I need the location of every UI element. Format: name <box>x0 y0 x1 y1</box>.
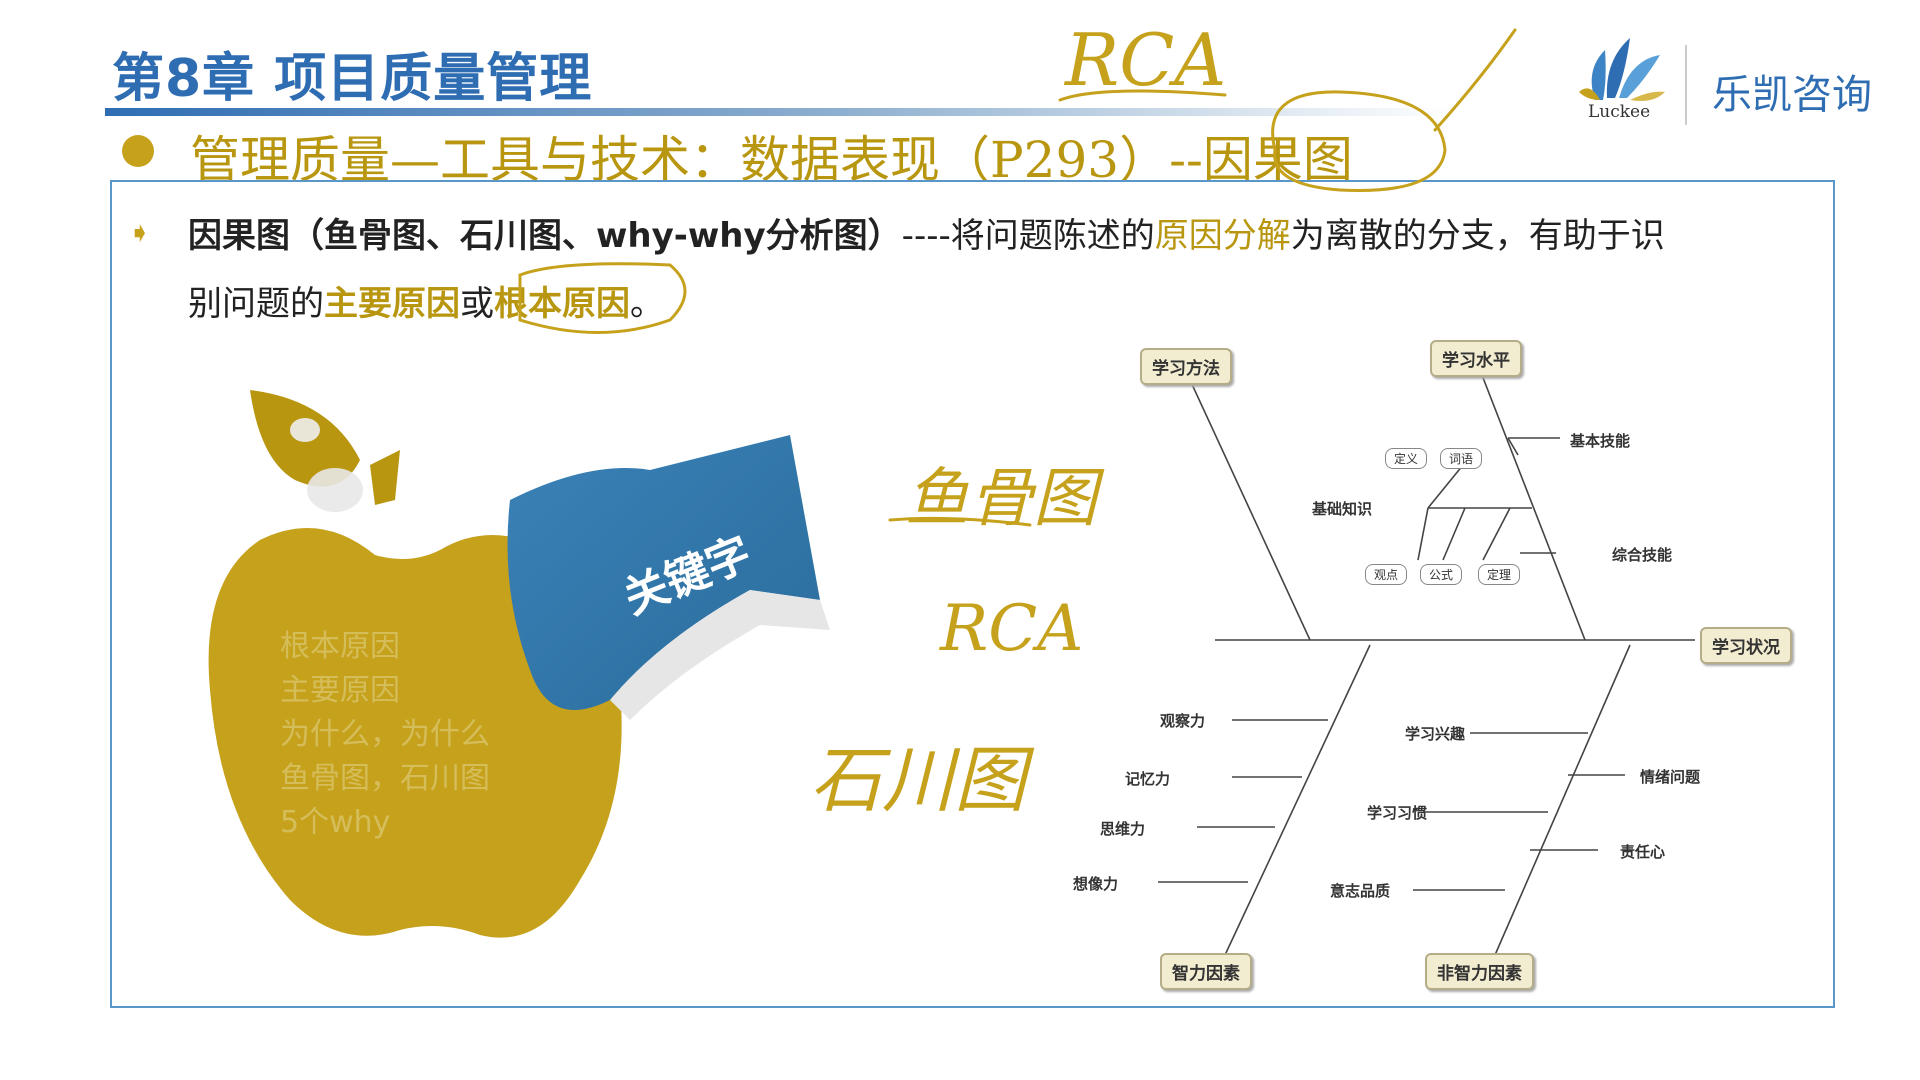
definition-text: 别问题的 <box>188 284 324 324</box>
fishbone-label: 想像力 <box>1073 875 1119 893</box>
logo-divider <box>1685 45 1687 125</box>
ink-rca-top: RCA <box>1063 18 1226 102</box>
content-frame <box>110 180 1835 1008</box>
apple-note: 为什么，为什么 <box>280 717 490 752</box>
fishbone-label: 学习兴趣 <box>1405 725 1466 743</box>
bullet-dot <box>122 135 154 167</box>
definition-line-1: 因果图（鱼骨图、石川图、why-why分析图）----将问题陈述的原因分解为离散… <box>188 208 1665 257</box>
bone-method <box>1189 379 1311 641</box>
definition-term: 因果图（鱼骨图、石川图、why-why分析图） <box>188 216 902 256</box>
highlight-cause-decomposition: 原因分解 <box>1154 216 1291 256</box>
definition-text: 将问题陈述的 <box>950 216 1155 256</box>
ink-ishikawa-note: 石川图 <box>810 738 1035 822</box>
fishbone-label: 思维力 <box>1100 820 1146 838</box>
apple-handwriting: 根本原因 主要原因 为什么，为什么 鱼骨图，石川图 5个why <box>280 625 490 845</box>
fishbone-label: 学习习惯 <box>1367 804 1428 822</box>
bone-intellect <box>1224 644 1371 956</box>
chapter-title: 第8章 项目质量管理 <box>112 49 593 109</box>
highlight-main-cause: 主要原因 <box>324 284 460 324</box>
logo-icon <box>1579 38 1665 101</box>
apple-note: 鱼骨图，石川图 <box>280 761 490 796</box>
fishbone-label: 记忆力 <box>1125 770 1171 788</box>
ink-circle-fishbone <box>1271 90 1447 192</box>
bone-nonintellect <box>1494 644 1631 956</box>
apple-note: 主要原因 <box>280 673 400 708</box>
fishbone-category-level: 学习水平 <box>1430 340 1522 377</box>
fishbone-label: 基础知识 <box>1312 500 1373 518</box>
definition-text: 。 <box>630 284 664 324</box>
definition-text: 或 <box>460 284 494 324</box>
fishbone-category-intellect: 智力因素 <box>1160 953 1252 990</box>
fishbone-category-nonintellect: 非智力因素 <box>1425 953 1534 990</box>
slide-subtitle: 管理质量—工具与技术：数据表现（P293）--因果图 <box>190 131 1353 189</box>
ink-stroke <box>1433 28 1517 132</box>
title-underline <box>105 108 1455 116</box>
fishbone-label: 基本技能 <box>1570 432 1631 450</box>
ink-stroke <box>888 516 1032 527</box>
fishbone-category-method: 学习方法 <box>1140 348 1232 385</box>
ink-fishbone-note: 鱼骨图 <box>905 462 1105 536</box>
definition-dashes: ---- <box>901 216 951 256</box>
highlight-root-cause: 根本原因 <box>494 284 630 324</box>
apple-note: 根本原因 <box>280 629 400 664</box>
fishbone-small-box: 词语 <box>1440 448 1483 469</box>
fishbone-label: 责任心 <box>1620 843 1666 861</box>
logo-latin-text: Luckee <box>1588 102 1651 122</box>
ink-circle-root-cause <box>518 262 687 334</box>
fishbone-small-box: 定义 <box>1385 448 1428 469</box>
definition-line-2: 别问题的主要原因或根本原因。 <box>188 276 664 325</box>
bone-level <box>1479 369 1586 641</box>
fishbone-head: 学习状况 <box>1700 627 1792 664</box>
fishbone-label: 综合技能 <box>1612 546 1673 564</box>
definition-text: 为离散的分支，有助于识 <box>1290 216 1665 256</box>
ink-stroke <box>1058 89 1227 102</box>
fishbone-label: 观察力 <box>1160 712 1206 730</box>
logo-text: 乐凯咨询 <box>1712 72 1872 118</box>
fishbone-label: 情绪问题 <box>1640 768 1701 786</box>
fishbone-small-box: 公式 <box>1420 564 1463 585</box>
keyword-arrow-shape <box>507 435 830 720</box>
ink-rca-middle: RCA <box>939 592 1083 666</box>
fishbone-small-box: 定理 <box>1478 564 1521 585</box>
fishbone-label: 意志品质 <box>1330 882 1391 900</box>
fishbone-small-box: 观点 <box>1365 564 1408 585</box>
arrow-bullet-icon: ➧ <box>128 216 152 249</box>
apple-note: 5个why <box>280 805 391 840</box>
